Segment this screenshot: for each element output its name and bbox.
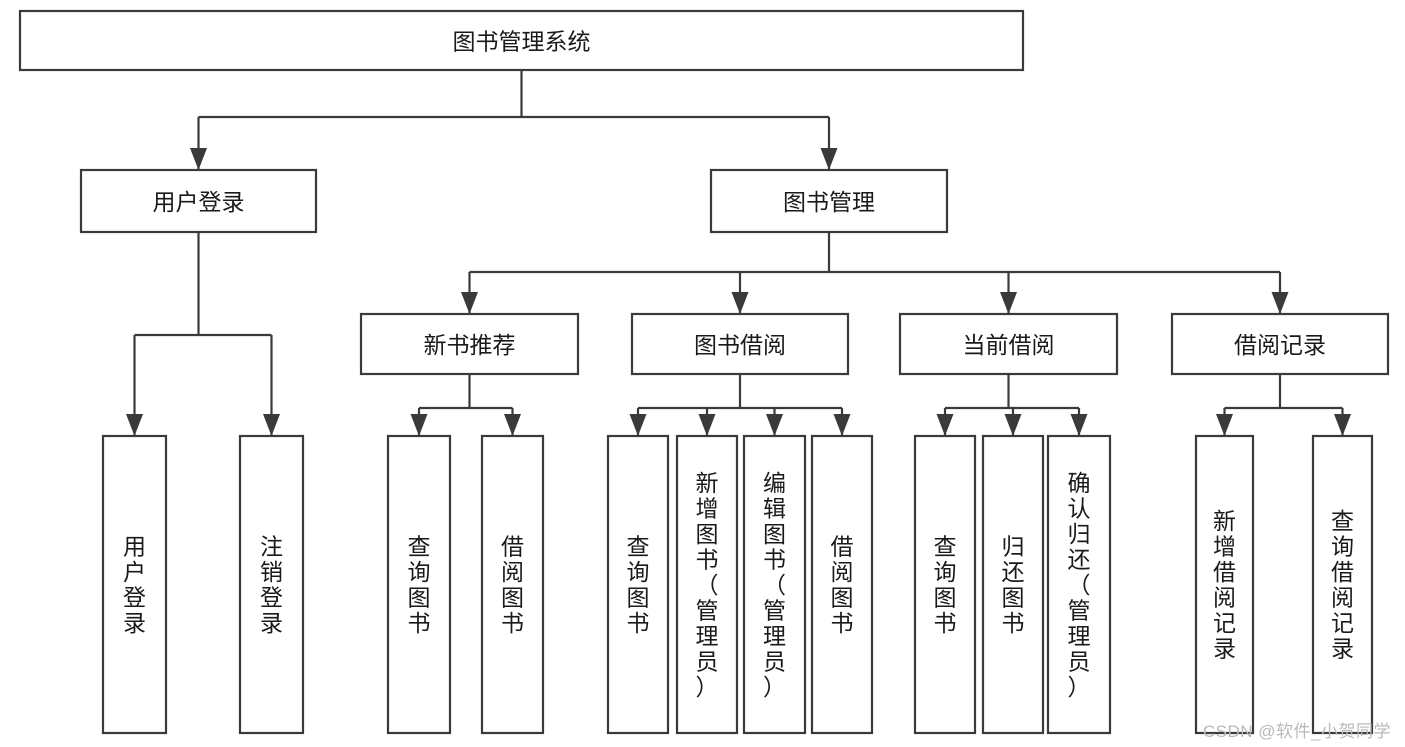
arrow-head-icon [410,414,428,436]
node-box [630,312,850,376]
level3-node-2[interactable]: 当前借阅 [898,312,1119,376]
level2-node-1[interactable]: 图书管理 [709,168,949,234]
node-box [1170,312,1390,376]
node-label: 确认归还（管理员） [1068,470,1091,700]
leaf-node-7[interactable]: 借阅图书 [810,434,874,735]
node-box [675,434,739,735]
node-box [1311,434,1374,735]
node-box [1046,434,1112,735]
arrow-head-icon [1334,414,1351,436]
node-box [79,168,318,234]
node-box [101,434,168,735]
node-box [981,434,1045,735]
node-box [359,312,580,376]
leaf-node-9[interactable]: 归还图书 [981,434,1045,735]
arrow-head-icon [504,414,521,436]
node-label: 当前借阅 [963,332,1055,358]
root-node[interactable]: 图书管理系统 [18,9,1025,72]
node-label: 查询图书 [408,534,431,637]
arrow-head-icon [698,414,716,436]
node-label: 借阅记录 [1234,332,1326,358]
arrow-head-icon [190,148,207,170]
node-label: 新增图书（管理员） [696,470,719,700]
node-box [606,434,670,735]
node-label: 编辑图书（管理员） [763,470,786,700]
arrow-head-icon [1000,292,1017,314]
leaf-node-8[interactable]: 查询图书 [913,434,977,735]
node-label: 查询图书 [934,534,957,637]
node-label: 用户登录 [123,534,146,637]
node-label: 归还图书 [1002,534,1025,637]
level2-node-0[interactable]: 用户登录 [79,168,318,234]
node-box [913,434,977,735]
arrow-head-icon [1070,414,1088,436]
arrow-head-icon [1271,292,1289,314]
level3-node-3[interactable]: 借阅记录 [1170,312,1390,376]
arrow-head-icon [629,414,647,436]
node-box [480,434,545,735]
leaf-node-5[interactable]: 新增图书（管理员） [675,434,739,735]
leaf-node-10[interactable]: 确认归还（管理员） [1046,434,1112,735]
node-label: 查询借阅记录 [1331,508,1354,662]
node-layer: 图书管理系统用户登录图书管理新书推荐图书借阅当前借阅借阅记录用户登录注销登录查询… [18,9,1390,735]
node-label: 借阅图书 [501,534,524,637]
leaf-node-4[interactable]: 查询图书 [606,434,670,735]
leaf-node-6[interactable]: 编辑图书（管理员） [742,434,807,735]
node-box [1194,434,1255,735]
connector-layer [126,70,1351,436]
node-label: 图书管理 [783,189,875,215]
node-label: 借阅图书 [831,534,854,637]
arrow-head-icon [126,414,143,436]
node-box [742,434,807,735]
arrow-head-icon [936,414,954,436]
leaf-node-1[interactable]: 注销登录 [238,434,305,735]
arrow-head-icon [731,292,749,314]
node-label: 图书借阅 [694,332,786,358]
node-label: 注销登录 [260,534,283,637]
node-label: 查询图书 [627,534,650,637]
csdn-watermark: CSDN @软件_小贺同学 [1202,722,1391,741]
node-box [18,9,1025,72]
leaf-node-11[interactable]: 新增借阅记录 [1194,434,1255,735]
arrow-head-icon [1216,414,1233,436]
arrow-head-icon [263,414,280,436]
leaf-node-2[interactable]: 查询图书 [386,434,452,735]
node-box [810,434,874,735]
level3-node-0[interactable]: 新书推荐 [359,312,580,376]
leaf-node-12[interactable]: 查询借阅记录 [1311,434,1374,735]
node-box [238,434,305,735]
leaf-node-0[interactable]: 用户登录 [101,434,168,735]
leaf-node-3[interactable]: 借阅图书 [480,434,545,735]
node-label: 用户登录 [153,189,245,215]
node-label: 新书推荐 [424,332,516,358]
level3-node-1[interactable]: 图书借阅 [630,312,850,376]
node-box [898,312,1119,376]
node-box [386,434,452,735]
arrow-head-icon [820,148,838,170]
node-box [709,168,949,234]
arrow-head-icon [833,414,851,436]
node-label: 新增借阅记录 [1213,508,1236,662]
node-label: 图书管理系统 [453,29,591,55]
arrow-head-icon [766,414,783,436]
arrow-head-icon [461,292,478,314]
arrow-head-icon [1004,414,1022,436]
